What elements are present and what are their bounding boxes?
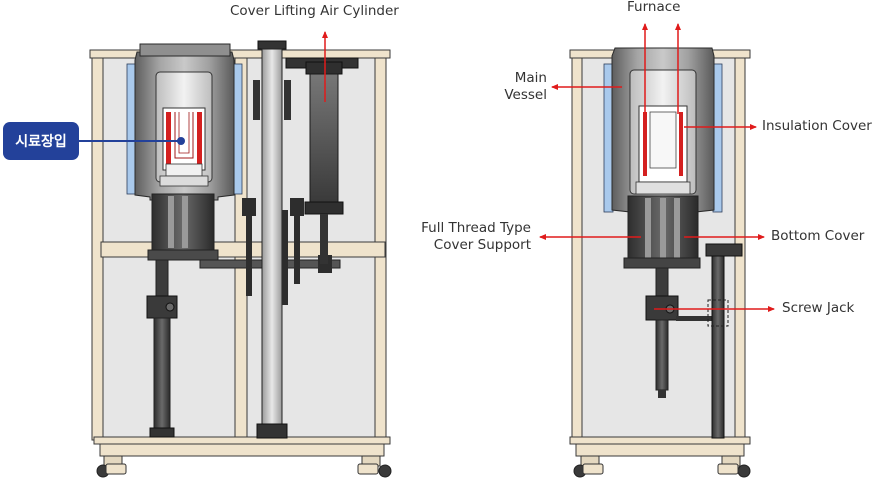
left-frame-top-rail xyxy=(89,49,391,59)
sample-loading-dot xyxy=(177,137,185,145)
label-insulation-cover: Insulation Cover xyxy=(762,118,872,134)
right-cover-support-bracket xyxy=(705,243,743,257)
label-cover-lifting-air-cylinder: Cover Lifting Air Cylinder xyxy=(230,3,399,19)
left-cylinder-base xyxy=(304,201,344,215)
left-heater-element-right xyxy=(197,112,202,164)
label-full-thread-line-1: Full Thread Type xyxy=(421,220,531,236)
label-full-thread-type-cover-support: Full Thread Type Cover Support xyxy=(421,220,531,254)
left-frame-mid-rail xyxy=(100,241,386,258)
label-main-vessel-line-1: Main xyxy=(514,70,547,86)
label-screw-jack: Screw Jack xyxy=(782,300,855,316)
right-jack-shaft-upper xyxy=(655,267,669,299)
right-heater-element-right xyxy=(679,112,683,176)
right-caster-right xyxy=(717,455,751,478)
right-frame-base xyxy=(575,443,745,457)
left-caster-left xyxy=(96,455,127,478)
left-cylinder-rod xyxy=(320,214,328,264)
label-main-vessel: Main Vessel xyxy=(504,70,547,104)
left-furnace-base xyxy=(165,163,203,177)
left-cylinder-head xyxy=(305,61,343,75)
left-machine xyxy=(89,40,392,478)
left-frame-base xyxy=(99,443,385,457)
right-jack-arm xyxy=(676,316,722,321)
sample-loading-badge[interactable]: 시료장입 xyxy=(3,122,79,160)
right-caster-left xyxy=(573,455,604,478)
label-bottom-cover: Bottom Cover xyxy=(771,228,865,244)
left-jack-shaft-upper xyxy=(155,259,169,297)
left-caster-right xyxy=(357,455,392,478)
label-main-vessel-line-2: Vessel xyxy=(504,87,547,103)
right-heater-element-left xyxy=(643,112,647,176)
left-frame-base-top xyxy=(93,436,391,445)
left-vessel-top-flange xyxy=(139,43,231,57)
right-frame-post-left xyxy=(571,49,583,441)
left-heater-element-left xyxy=(166,112,171,164)
left-crucible xyxy=(174,112,194,159)
left-guide-column xyxy=(261,48,283,432)
right-cover-support-column xyxy=(711,255,725,439)
label-full-thread-line-2: Cover Support xyxy=(433,237,531,253)
left-guide-column-cap xyxy=(257,40,287,50)
right-machine xyxy=(569,47,751,478)
label-furnace: Furnace xyxy=(627,0,681,15)
right-jack-shaft-lower xyxy=(655,319,669,391)
left-air-cylinder xyxy=(309,73,339,203)
left-jack-shaft-lower xyxy=(153,317,171,429)
